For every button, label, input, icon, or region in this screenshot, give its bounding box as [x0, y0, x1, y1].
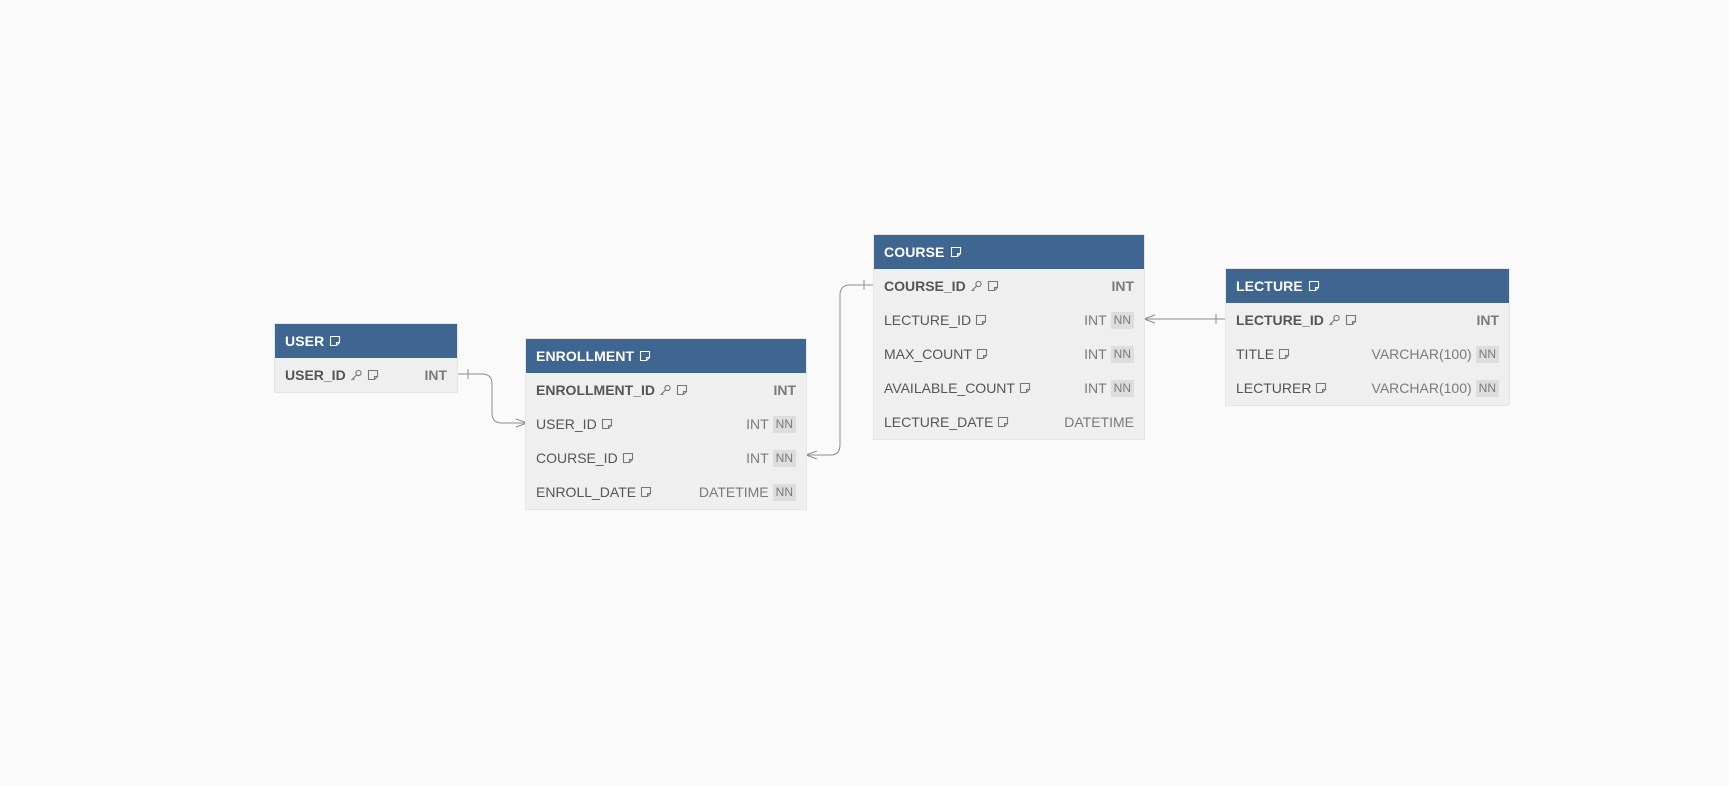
note-icon[interactable]	[676, 384, 688, 396]
attribute-type: INT	[773, 382, 796, 398]
attribute-name: USER_ID	[285, 367, 346, 383]
note-icon[interactable]	[622, 452, 634, 464]
note-icon[interactable]	[997, 416, 1009, 428]
attribute-type: DATETIME	[1064, 414, 1134, 430]
attribute-row[interactable]: LECTURE_ID INT NN	[874, 303, 1144, 337]
attribute-type: INT	[1476, 312, 1499, 328]
entity-course[interactable]: COURSE COURSE_ID INT LECTURE_ID INT NN	[874, 235, 1144, 439]
entity-title: LECTURE	[1236, 278, 1303, 294]
relation-enrollment-course[interactable]	[805, 280, 874, 460]
note-icon[interactable]	[601, 418, 613, 430]
attribute-name: LECTURE_ID	[1236, 312, 1324, 328]
attribute-row[interactable]: LECTURER VARCHAR(100) NN	[1226, 371, 1509, 405]
note-icon[interactable]	[367, 369, 379, 381]
note-icon[interactable]	[976, 348, 988, 360]
not-null-badge: NN	[1110, 379, 1134, 397]
attribute-row[interactable]: TITLE VARCHAR(100) NN	[1226, 337, 1509, 371]
attribute-type: INT	[746, 450, 769, 466]
note-icon[interactable]	[640, 486, 652, 498]
attribute-type: INT	[1084, 346, 1107, 362]
attribute-row[interactable]: ENROLLMENT_ID INT	[526, 373, 806, 407]
key-icon	[659, 384, 672, 396]
not-null-badge: NN	[772, 483, 796, 501]
attribute-type: INT	[1084, 312, 1107, 328]
attribute-row[interactable]: LECTURE_ID INT	[1226, 303, 1509, 337]
attribute-type: INT	[746, 416, 769, 432]
entity-header[interactable]: ENROLLMENT	[526, 339, 806, 373]
attribute-type: DATETIME	[698, 484, 769, 500]
attribute-name: COURSE_ID	[884, 278, 966, 294]
attribute-row[interactable]: MAX_COUNT INT NN	[874, 337, 1144, 371]
key-icon	[350, 369, 363, 381]
note-icon[interactable]	[639, 350, 651, 362]
relation-course-lecture[interactable]	[1143, 314, 1226, 324]
attribute-name: LECTURE_DATE	[884, 414, 994, 430]
attribute-row[interactable]: ENROLL_DATE DATETIME NN	[526, 475, 806, 509]
not-null-badge: NN	[772, 415, 796, 433]
note-icon[interactable]	[1308, 280, 1320, 292]
note-icon[interactable]	[1315, 382, 1327, 394]
not-null-badge: NN	[1475, 379, 1499, 397]
attribute-name: LECTURE_ID	[884, 312, 972, 328]
note-icon[interactable]	[329, 335, 341, 347]
attribute-name: ENROLLMENT_ID	[536, 382, 655, 398]
attribute-name: COURSE_ID	[536, 450, 618, 466]
attribute-name: TITLE	[1236, 346, 1275, 362]
attribute-row[interactable]: COURSE_ID INT NN	[526, 441, 806, 475]
attribute-name: AVAILABLE_COUNT	[884, 380, 1015, 396]
attribute-name: USER_ID	[536, 416, 597, 432]
entity-header[interactable]: LECTURE	[1226, 269, 1509, 303]
entity-title: ENROLLMENT	[536, 348, 635, 364]
not-null-badge: NN	[1475, 345, 1499, 363]
key-icon	[1328, 314, 1341, 326]
note-icon[interactable]	[987, 280, 999, 292]
entity-title: USER	[285, 333, 325, 349]
entity-header[interactable]: COURSE	[874, 235, 1144, 269]
relation-user-enrollment[interactable]	[457, 369, 528, 428]
note-icon[interactable]	[950, 246, 962, 258]
note-icon[interactable]	[1278, 348, 1290, 360]
not-null-badge: NN	[1110, 345, 1134, 363]
attribute-name: ENROLL_DATE	[536, 484, 637, 500]
attribute-type: VARCHAR(100)	[1371, 380, 1472, 396]
attribute-type: INT	[1111, 278, 1134, 294]
attribute-name: MAX_COUNT	[884, 346, 972, 362]
attribute-type: INT	[424, 367, 447, 383]
attribute-row[interactable]: COURSE_ID INT	[874, 269, 1144, 303]
key-icon	[970, 280, 983, 292]
not-null-badge: NN	[772, 449, 796, 467]
entity-user[interactable]: USER USER_ID INT	[275, 324, 457, 392]
note-icon[interactable]	[1345, 314, 1357, 326]
attribute-name: LECTURER	[1236, 380, 1312, 396]
not-null-badge: NN	[1110, 311, 1134, 329]
attribute-row[interactable]: USER_ID INT	[275, 358, 457, 392]
note-icon[interactable]	[975, 314, 987, 326]
attribute-type: INT	[1084, 380, 1107, 396]
entity-lecture[interactable]: LECTURE LECTURE_ID INT TITLE VARCHAR(100…	[1226, 269, 1509, 405]
attribute-row[interactable]: USER_ID INT NN	[526, 407, 806, 441]
attribute-row[interactable]: LECTURE_DATE DATETIME	[874, 405, 1144, 439]
attribute-type: VARCHAR(100)	[1371, 346, 1472, 362]
entity-header[interactable]: USER	[275, 324, 457, 358]
entity-enrollment[interactable]: ENROLLMENT ENROLLMENT_ID INT USER_ID INT…	[526, 339, 806, 509]
note-icon[interactable]	[1019, 382, 1031, 394]
attribute-row[interactable]: AVAILABLE_COUNT INT NN	[874, 371, 1144, 405]
entity-title: COURSE	[884, 244, 945, 260]
